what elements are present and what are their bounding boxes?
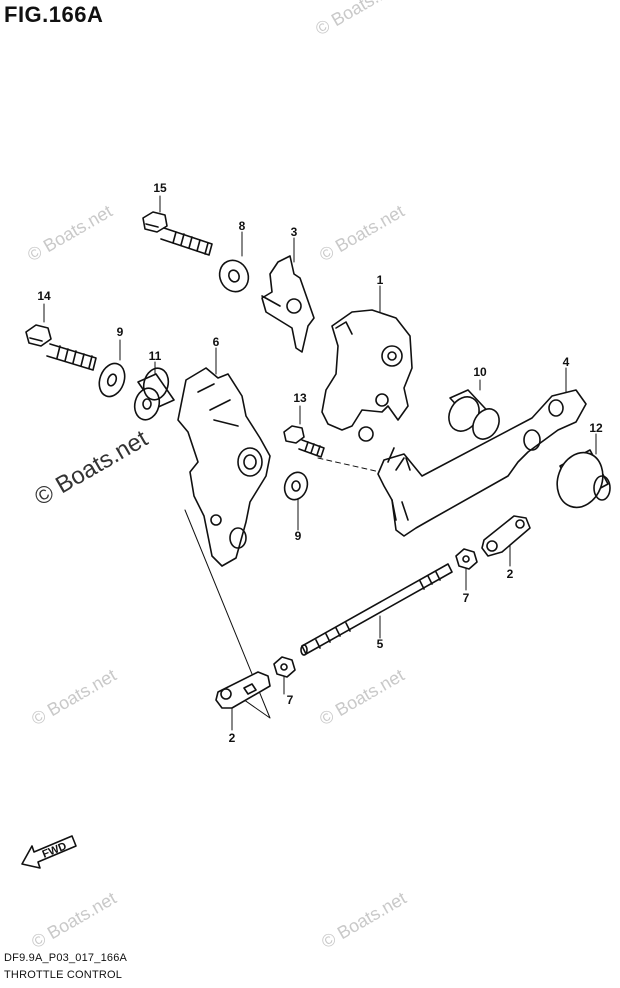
figure-title: FIG.166A <box>4 2 104 27</box>
part-5-rod <box>300 563 453 656</box>
callout-12: 12 <box>589 421 603 435</box>
part-6-arm <box>177 367 271 567</box>
callout-14: 14 <box>37 289 51 303</box>
fwd-label: FWD <box>41 840 69 861</box>
part-12-collar <box>556 449 611 509</box>
callout-7-upper: 7 <box>463 591 470 605</box>
part-11-collar <box>133 367 175 421</box>
callout-15: 15 <box>153 181 167 195</box>
part-13-bolt <box>283 425 325 458</box>
part-1-lever <box>321 309 413 442</box>
callout-2-upper: 2 <box>507 567 514 581</box>
callout-7-lower: 7 <box>287 693 294 707</box>
callout-1: 1 <box>377 273 384 287</box>
part-9-washer <box>98 362 126 398</box>
leader-lines <box>43 195 597 731</box>
callout-4: 4 <box>563 355 570 369</box>
callout-9: 9 <box>117 325 124 339</box>
callout-8: 8 <box>239 219 246 233</box>
part-15-bolt <box>142 211 213 256</box>
diagram-caption: THROTTLE CONTROL <box>4 969 123 981</box>
callout-10: 10 <box>473 365 487 379</box>
callout-3: 3 <box>291 225 298 239</box>
part-7-nut-upper <box>455 548 478 570</box>
part-9-washer-right <box>283 471 309 501</box>
part-7-nut-lower <box>273 656 296 678</box>
part-8-washer <box>218 259 250 293</box>
callout-13: 13 <box>293 391 307 405</box>
part-10-collar <box>448 389 500 440</box>
diagram-code: DF9.9A_P03_017_166A <box>4 952 128 964</box>
part-2-link-upper <box>481 515 531 557</box>
callout-11: 11 <box>149 349 162 363</box>
part-3-bracket <box>261 255 315 353</box>
callout-5: 5 <box>377 637 384 651</box>
callout-9-right: 9 <box>295 529 302 543</box>
part-2-link-lower <box>215 671 271 709</box>
part-4-plate <box>377 389 587 537</box>
callout-2-lower: 2 <box>229 731 236 745</box>
callout-6: 6 <box>213 335 220 349</box>
part-14-bolt <box>25 324 97 371</box>
fwd-arrow-icon <box>21 835 77 869</box>
